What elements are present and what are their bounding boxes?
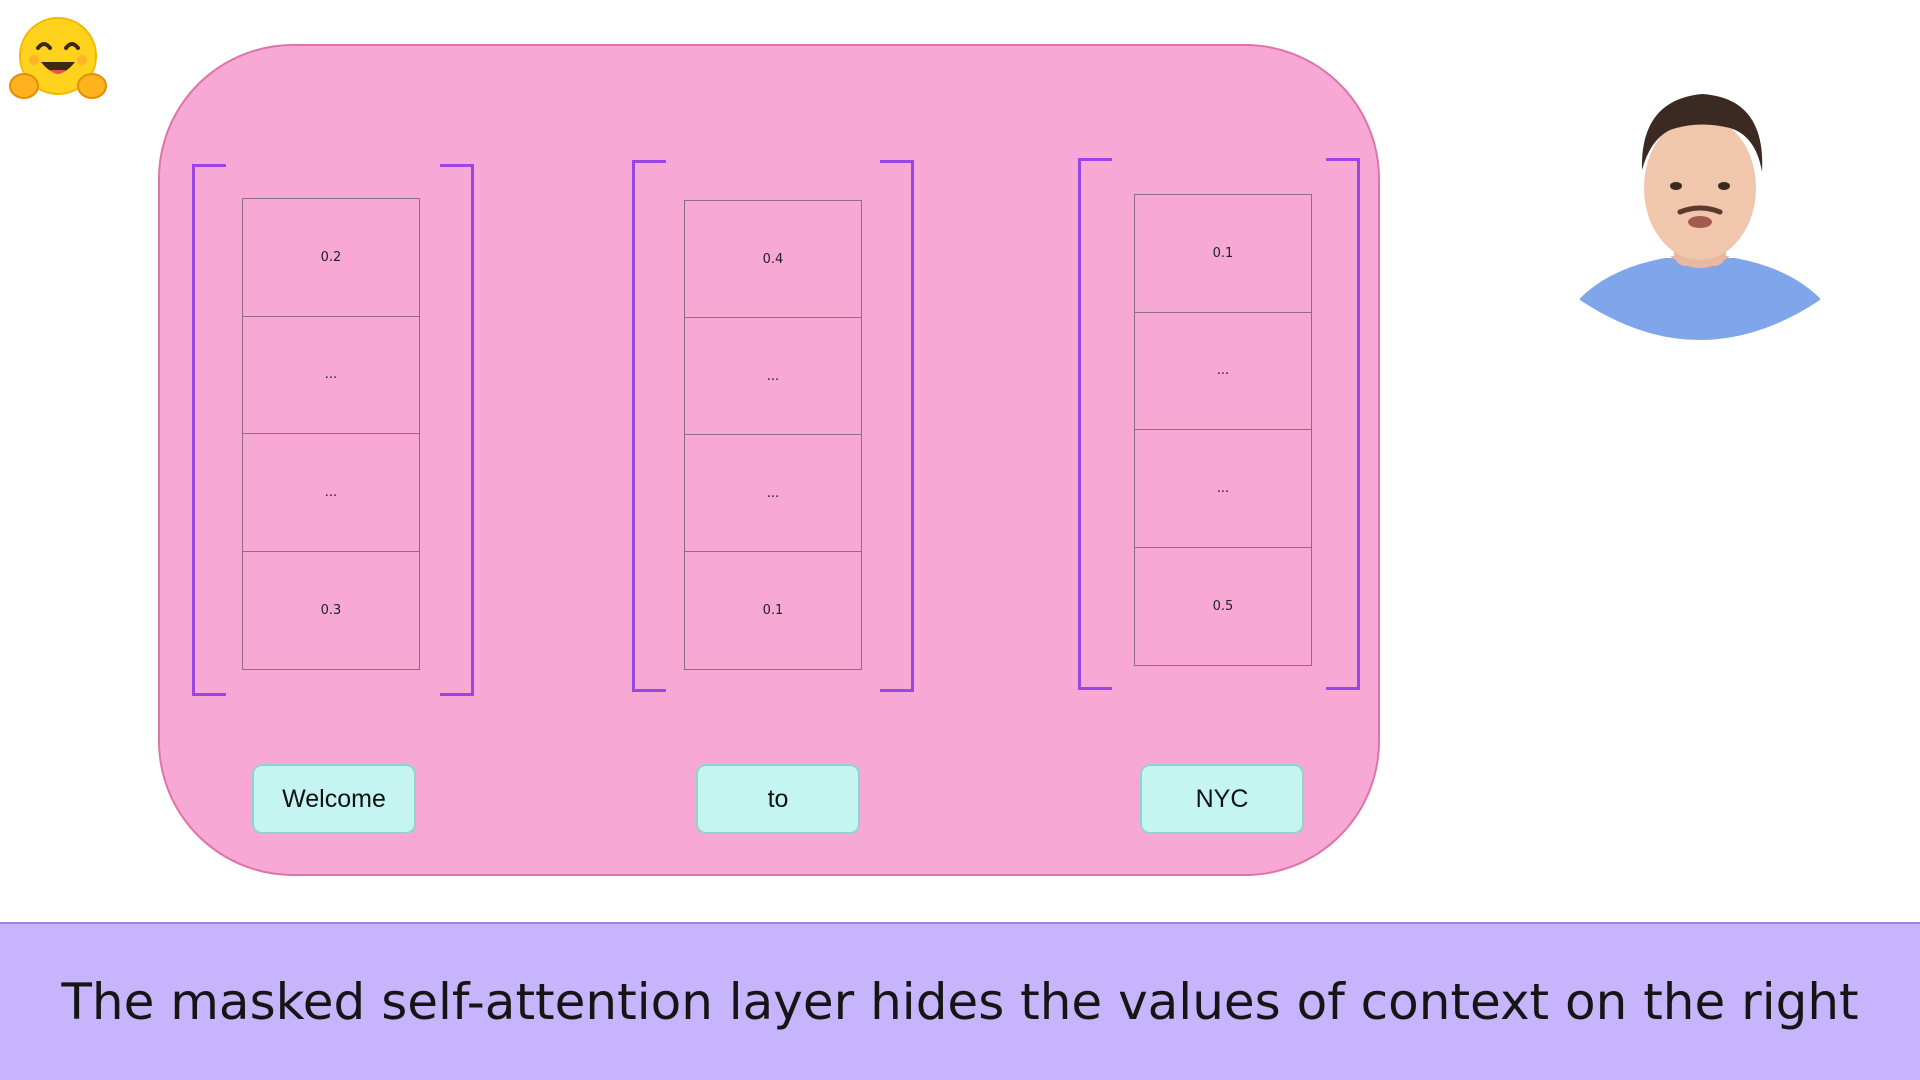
- vector-cell: 0.1: [762, 603, 784, 618]
- vector-cell: ...: [685, 435, 861, 552]
- token-box: to: [696, 764, 860, 834]
- vector-cell: ...: [243, 434, 419, 552]
- vector-cell: 0.2: [243, 199, 419, 317]
- vector-cells: 0.1 ... ... 0.5: [1134, 194, 1312, 666]
- vector-cell: 0.4: [685, 201, 861, 318]
- vector-cell: ...: [1135, 430, 1311, 548]
- vector-cell: 0.3: [320, 602, 342, 618]
- vector-cells: 0.2 ... ... 0.3: [242, 198, 420, 670]
- left-bracket: [192, 164, 226, 696]
- right-bracket: [880, 160, 914, 692]
- vector-cell: ...: [685, 318, 861, 435]
- left-bracket: [632, 160, 666, 692]
- token-box: NYC: [1140, 764, 1304, 834]
- right-bracket: [440, 164, 474, 696]
- left-bracket: [1078, 158, 1112, 690]
- hugging-face-logo-icon: [9, 17, 107, 99]
- vector-cell: 0.5: [1212, 598, 1234, 614]
- vector-cells: 0.4 ... ... 0.1: [684, 200, 862, 670]
- caption-bar: The masked self-attention layer hides th…: [0, 922, 1920, 1080]
- right-bracket: [1326, 158, 1360, 690]
- vector-cell: 0.1: [1135, 195, 1311, 313]
- token-box: Welcome: [252, 764, 416, 834]
- presenter-webcam: [1580, 94, 1820, 340]
- caption-text: The masked self-attention layer hides th…: [61, 973, 1859, 1031]
- vector-cell: ...: [1135, 313, 1311, 430]
- diagram-panel: 0.2 ... ... 0.3 Welcome 0.4 ... ... 0.1 …: [158, 44, 1380, 876]
- vector-cell: ...: [243, 317, 419, 434]
